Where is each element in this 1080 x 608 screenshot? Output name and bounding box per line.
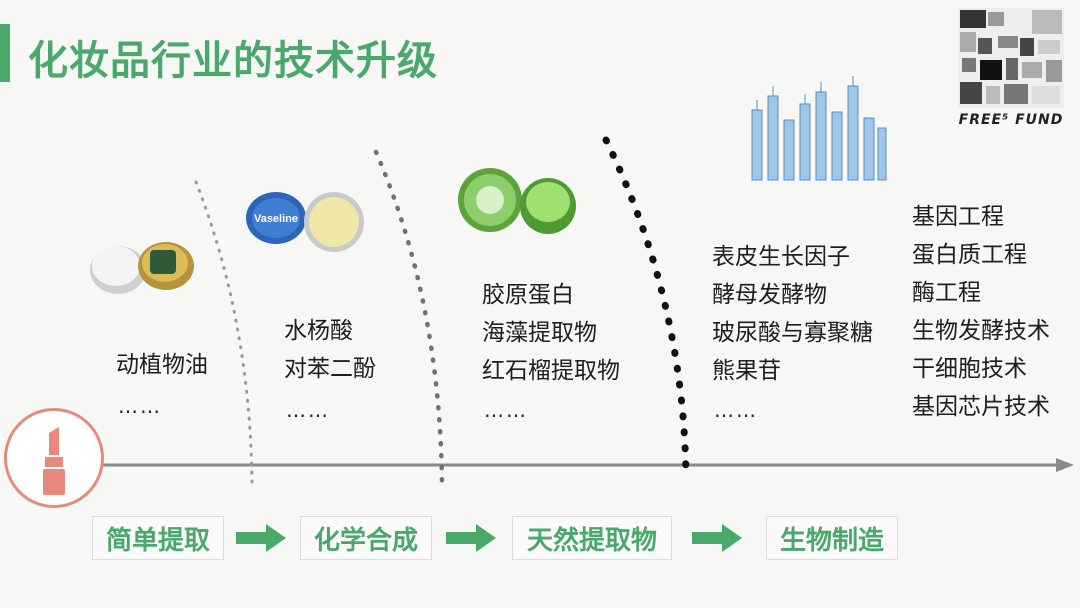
stage-arrow-2 <box>446 524 496 552</box>
separator-1 <box>194 180 254 484</box>
list-item: 红石榴提取物 <box>482 358 620 384</box>
list-item: 动植物油 <box>116 352 208 378</box>
list-item: 基因芯片技术 <box>912 394 1050 420</box>
stage-bio-manufacturing: 生物制造 <box>766 516 898 560</box>
list-item: 基因工程 <box>912 204 1004 230</box>
qr-code-icon <box>958 8 1064 108</box>
timeline-arrowhead <box>1056 458 1074 472</box>
list-item: 蛋白质工程 <box>912 242 1027 268</box>
aloe-gel-jar-icon <box>458 168 576 234</box>
balm-tin-icon <box>90 242 194 294</box>
separator-2 <box>373 149 445 487</box>
list-item: 生物发酵技术 <box>912 318 1050 344</box>
list-item: 酵母发酵物 <box>712 282 827 308</box>
list-item: 海藻提取物 <box>482 320 597 346</box>
more-indicator: …… <box>484 398 528 422</box>
list-item: 胶原蛋白 <box>482 282 574 308</box>
title-accent-bar <box>0 24 10 82</box>
vaseline-tin-icon: Vaseline <box>246 192 364 252</box>
column-simple-extraction: 动植物油 <box>116 346 208 384</box>
list-item: 表皮生长因子 <box>712 244 850 270</box>
column-natural-extracts: 胶原蛋白 海藻提取物 红石榴提取物 <box>482 276 620 390</box>
more-indicator: …… <box>118 394 162 418</box>
page-title: 化妆品行业的技术升级 <box>28 38 438 84</box>
list-item: 干细胞技术 <box>912 356 1027 382</box>
more-indicator: …… <box>286 398 330 422</box>
stage-natural-extracts: 天然提取物 <box>512 516 672 560</box>
more-indicator: …… <box>714 398 758 422</box>
column-bio-manufacturing: 表皮生长因子 酵母发酵物 玻尿酸与寡聚糖 熊果苷 <box>712 238 873 390</box>
list-item: 对苯二酚 <box>284 356 376 382</box>
list-item: 水杨酸 <box>284 318 353 344</box>
stage-chemical-synthesis: 化学合成 <box>300 516 432 560</box>
list-item: 熊果苷 <box>712 358 781 384</box>
column-chemical-synthesis: 水杨酸 对苯二酚 <box>284 312 376 388</box>
column-future: 基因工程 蛋白质工程 酶工程 生物发酵技术 干细胞技术 基因芯片技术 <box>912 198 1050 426</box>
lipstick-icon <box>43 427 65 495</box>
list-item: 酶工程 <box>912 280 981 306</box>
lipstick-badge <box>4 408 104 508</box>
stage-simple-extraction: 简单提取 <box>92 516 224 560</box>
stage-arrow-1 <box>236 524 286 552</box>
logo-text: FREE⁵ FUND <box>958 112 1064 128</box>
list-item: 玻尿酸与寡聚糖 <box>712 320 873 346</box>
svg-text:Vaseline: Vaseline <box>254 213 298 225</box>
ampoule-vials-icon <box>751 76 887 181</box>
separator-3 <box>602 136 690 482</box>
logo: FREE⁵ FUND <box>958 8 1064 132</box>
stage-arrow-3 <box>692 524 742 552</box>
